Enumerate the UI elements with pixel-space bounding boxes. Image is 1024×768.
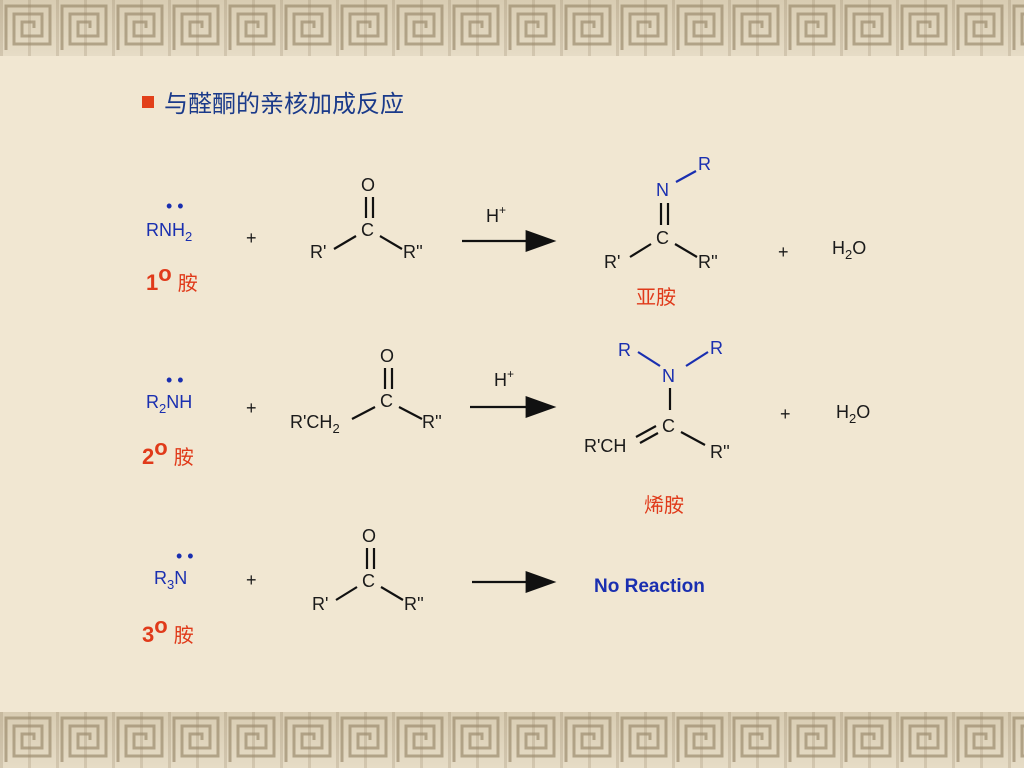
no-reaction-text: No Reaction (594, 576, 705, 597)
svg-text:R'': R'' (710, 442, 730, 462)
lone-pair-dots: • • (166, 196, 184, 216)
plus-sign: + (246, 398, 257, 418)
svg-text:R'': R'' (422, 412, 442, 432)
svg-text:R: R (698, 154, 711, 174)
svg-text:R'': R'' (404, 594, 424, 614)
svg-text:R'CH: R'CH (584, 436, 626, 456)
amine-formula-3: R3N (154, 568, 187, 592)
svg-text:R'CH2: R'CH2 (290, 412, 340, 436)
plus-sign: + (778, 242, 789, 262)
svg-text:R'': R'' (698, 252, 718, 272)
plus-sign: + (246, 570, 257, 590)
fret-pattern-icon (0, 712, 1024, 768)
carbonyl-reactant-2: O C R'CH2 R'' (290, 346, 442, 436)
water: H2O (832, 238, 866, 262)
top-border (0, 0, 1024, 56)
svg-text:R': R' (604, 252, 620, 272)
amine-formula-2: R2NH (146, 392, 192, 416)
carbonyl-reactant-3: O C R' R'' (312, 526, 424, 614)
water: H2O (836, 402, 870, 426)
svg-text:R': R' (310, 242, 326, 262)
fret-pattern-icon (0, 0, 1024, 56)
svg-text:N: N (656, 180, 669, 200)
svg-text:R: R (618, 340, 631, 360)
acid-catalyst: H+ (494, 367, 514, 390)
acid-catalyst: H+ (486, 203, 506, 226)
amine-formula-1: RNH2 (146, 220, 192, 244)
bottom-border (0, 712, 1024, 768)
plus-sign: + (246, 228, 257, 248)
lone-pair-dots: • • (166, 370, 184, 390)
bullet-icon (142, 95, 154, 108)
svg-text:O: O (361, 175, 375, 195)
lone-pair-dots: • • (176, 546, 194, 566)
imine-product: R N C R' R'' 亚胺 (604, 154, 718, 309)
enamine-product: R R N C R'CH R'' 烯胺 (584, 338, 730, 517)
slide-title-text: 与醛酮的亲核加成反应 (164, 90, 404, 118)
plus-sign: + (780, 404, 791, 424)
svg-text:N: N (662, 366, 675, 386)
svg-text:C: C (380, 391, 393, 411)
svg-text:C: C (656, 228, 669, 248)
svg-text:C: C (362, 571, 375, 591)
svg-text:R: R (710, 338, 723, 358)
slide-title: 与醛酮的亲核加成反应 (142, 84, 404, 119)
svg-text:R'': R'' (403, 242, 423, 262)
imine-name: 亚胺 (636, 285, 676, 309)
svg-text:R': R' (312, 594, 328, 614)
enamine-name: 烯胺 (644, 493, 684, 517)
svg-text:O: O (362, 526, 376, 546)
svg-text:O: O (380, 346, 394, 366)
svg-text:C: C (662, 416, 675, 436)
carbonyl-reactant-1: O C R' R'' (310, 175, 423, 262)
svg-text:C: C (361, 220, 374, 240)
